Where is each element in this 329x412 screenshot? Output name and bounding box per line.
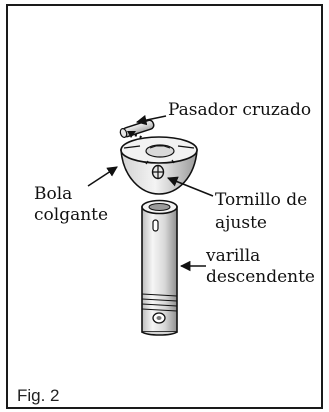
cross-pin-label: Pasador cruzado	[168, 100, 312, 120]
set-screw-leader	[167, 176, 214, 197]
insertion-arrow-head	[127, 131, 136, 138]
downrod-label-line2: descendente	[206, 267, 315, 287]
hanger-ball-leader	[87, 166, 118, 187]
figure-caption: Fig. 2	[17, 386, 60, 405]
hanger-ball-label-line2: colgante	[34, 205, 109, 225]
cross-pin-leader	[135, 114, 167, 126]
figure-frame	[6, 4, 323, 409]
cross-pin-part	[119, 119, 155, 138]
downrod-label-line1: varilla	[206, 246, 261, 266]
downrod-part	[141, 199, 178, 336]
set-screw-label-line2: ajuste	[215, 213, 267, 233]
hanger-ball-label-line1: Bola	[34, 184, 73, 204]
set-screw-label-line1: Tornillo de	[215, 190, 308, 210]
hanger-ball-part	[120, 136, 198, 195]
